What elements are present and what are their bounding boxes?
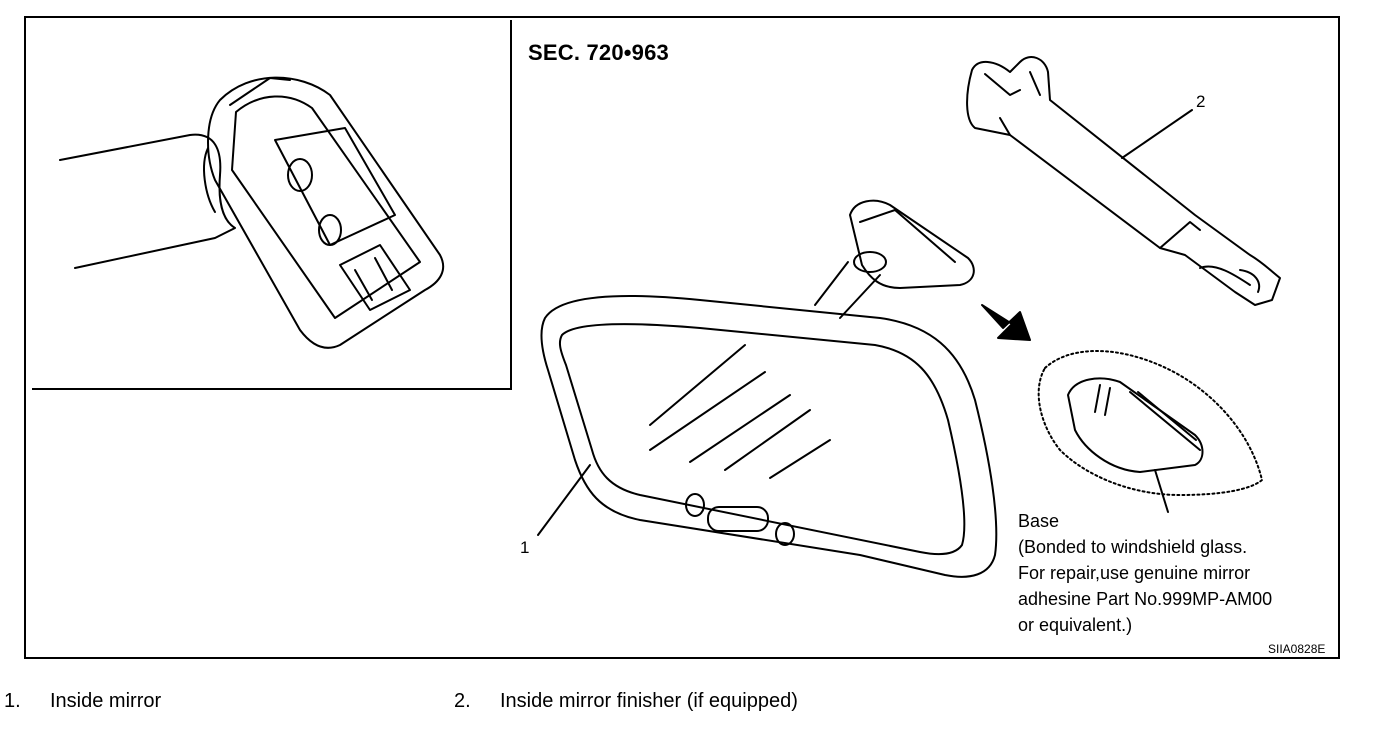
base-illustration: [1037, 350, 1263, 496]
base-note: Base (Bonded to windshield glass. For re…: [1018, 508, 1272, 638]
base-note-line: or equivalent.): [1018, 615, 1133, 635]
figure-code: SIIA0828E: [1268, 642, 1326, 656]
section-label: SEC. 720•963: [528, 40, 669, 65]
legend-number: 1.: [4, 690, 21, 712]
detail-inset-frame: [32, 20, 512, 390]
mirror-finisher-illustration: [966, 56, 1281, 306]
base-note-line: adhesine Part No.999MP-AM00: [1018, 589, 1273, 609]
leader-line-2: [1121, 109, 1193, 159]
hand-illustration: [59, 133, 236, 269]
direction-arrow: [981, 304, 1031, 341]
legend-item-2: 2. Inside mirror finisher (if equipped): [454, 690, 798, 713]
legend-number: 2.: [454, 690, 471, 712]
mount-detail-illustration: [207, 76, 445, 349]
legend-label: Inside mirror: [50, 690, 162, 712]
base-note-line: Base: [1018, 511, 1060, 531]
base-note-line: For repair,use genuine mirror: [1018, 563, 1251, 583]
inside-mirror-illustration: [540, 199, 998, 578]
callout-2: 2: [1196, 92, 1206, 111]
callout-1: 1: [520, 538, 530, 557]
base-note-line: (Bonded to windshield glass.: [1018, 537, 1248, 557]
figure-frame: [24, 16, 1340, 659]
leader-line-1: [537, 464, 591, 536]
legend-item-1: 1. Inside mirror: [4, 690, 161, 713]
leader-line-base: [1154, 469, 1169, 513]
legend-label: Inside mirror finisher (if equipped): [500, 690, 798, 712]
